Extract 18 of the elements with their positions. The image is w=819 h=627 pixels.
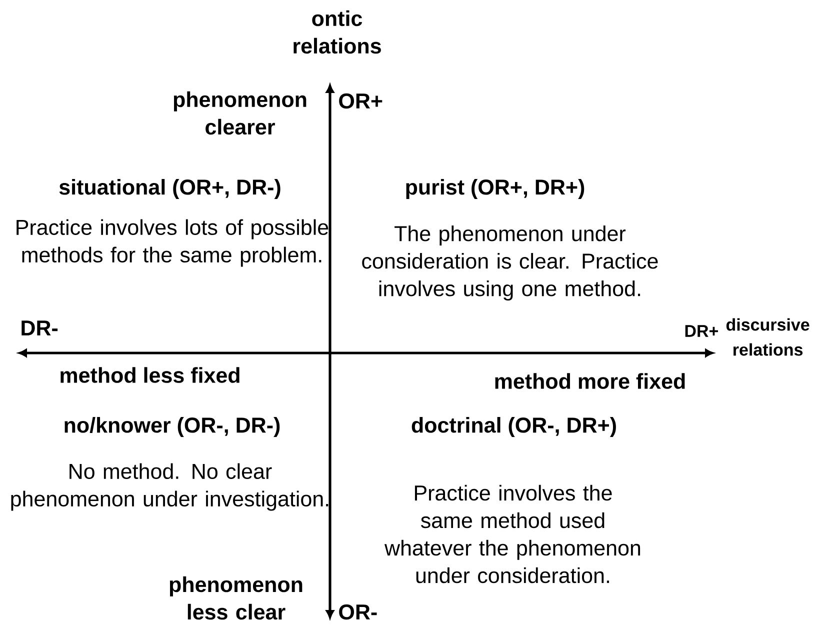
quadrant-description: The phenomenon under consideration is clear. Practice involves using one method.	[362, 226, 658, 301]
axis-pole-label: method more fixed	[495, 373, 685, 389]
quadrant-description: Practice involves lots of possible methods for the same problem.	[16, 219, 328, 267]
axis-pole-label: phenomenon less clear	[170, 576, 302, 620]
axis-title: discursive relations	[726, 318, 810, 356]
quadrant-description: No method. No clear phenomenon under investigation.	[11, 463, 328, 511]
axis-end-label: OR-	[339, 604, 377, 620]
quadrant-heading: situational (OR+, DR-)	[59, 179, 280, 200]
axis-end-label: DR+	[685, 325, 718, 337]
quadrant-description: Practice involves the same method used whatever the phenomenon under consideration.	[384, 484, 640, 584]
quadrant-heading: purist (OR+, DR+)	[406, 179, 584, 200]
axis-title: ontic relations	[294, 10, 381, 54]
axis-end-label: DR-	[22, 320, 58, 336]
quadrant-heading: no/knower (OR-, DR-)	[64, 417, 280, 438]
axis-end-label: OR+	[339, 93, 382, 109]
axis-pole-label: phenomenon clearer	[174, 91, 306, 135]
axis-pole-label: method less fixed	[60, 367, 240, 383]
quadrant-heading: doctrinal (OR-, DR+)	[412, 417, 616, 438]
